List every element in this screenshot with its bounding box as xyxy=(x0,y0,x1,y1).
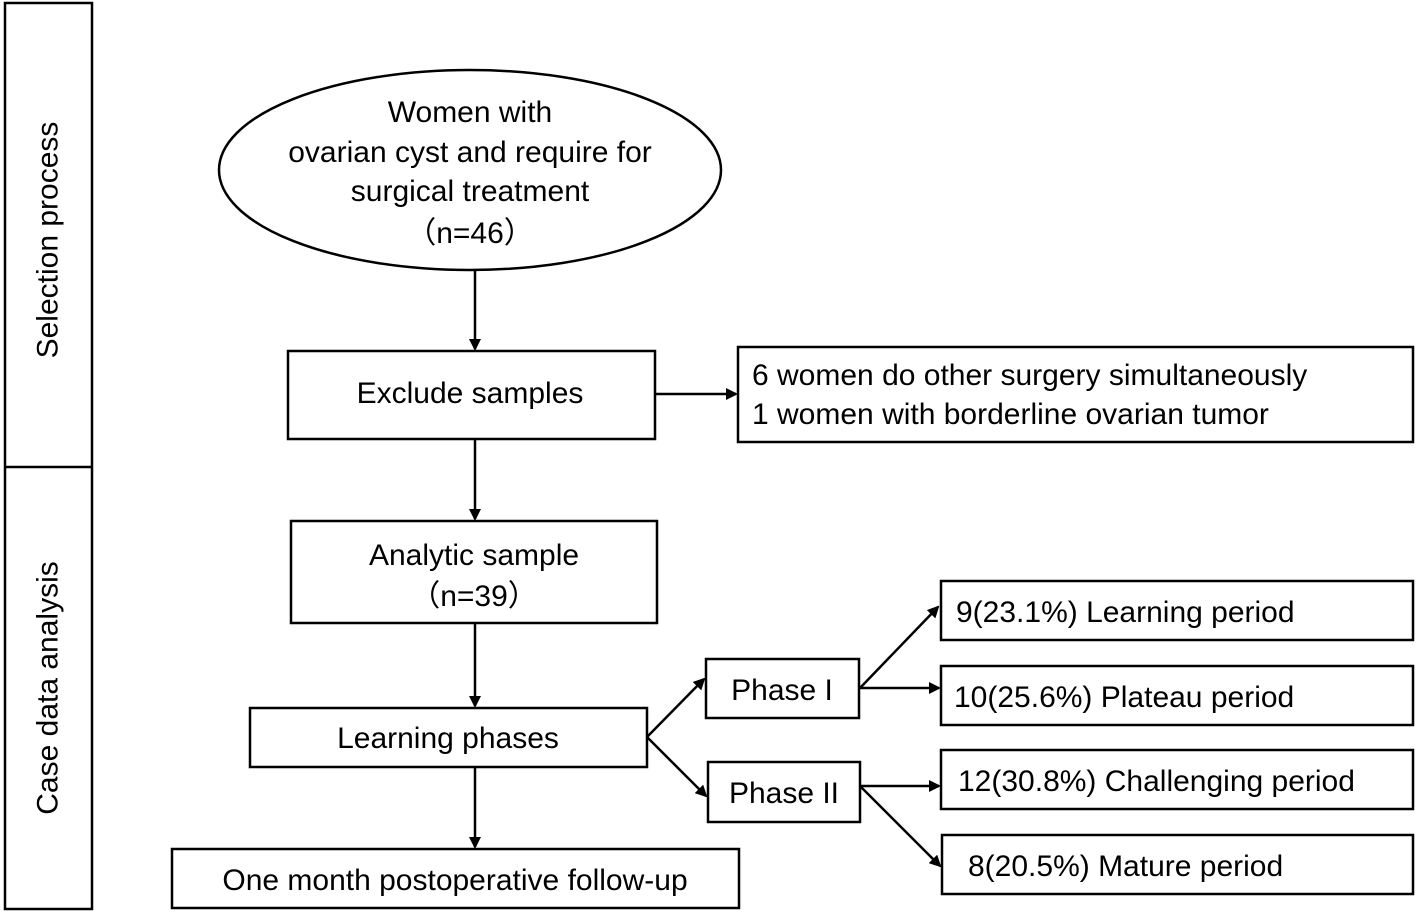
arrow-phase2-to-mature-period xyxy=(859,785,942,868)
analytic-box xyxy=(289,519,659,625)
learning-node: Learning phases xyxy=(248,706,649,769)
start-node: Women with ovarian cyst and require for … xyxy=(217,68,723,272)
section-label-selection: Selection process xyxy=(32,122,65,359)
start-line-3: surgical treatment xyxy=(351,175,590,208)
mature-period-node: 8(20.5%) Mature period xyxy=(940,833,1415,896)
start-ellipse xyxy=(217,68,723,272)
learning-box xyxy=(248,706,649,769)
arrow-learning-to-phase2 xyxy=(646,736,708,798)
section-sidebar: Selection process Case data analysis xyxy=(3,1,94,911)
followup-node: One month postoperative follow-up xyxy=(170,847,741,910)
learning-period-node: 9(23.1%) Learning period xyxy=(939,579,1415,642)
arrow-learning-to-phase1 xyxy=(646,677,706,738)
section-label-analysis: Case data analysis xyxy=(32,561,65,814)
plateau-period-box xyxy=(939,664,1415,727)
exclusion-reasons-box xyxy=(736,345,1415,444)
challenging-period-node: 12(30.8%) Challenging period xyxy=(939,748,1415,811)
plateau-period-label: 10(25.6%) Plateau period xyxy=(954,681,1294,714)
analytic-label: Analytic sample xyxy=(369,539,579,572)
learning-period-label: 9(23.1%) Learning period xyxy=(956,596,1295,629)
challenging-period-box xyxy=(939,748,1415,811)
analytic-count: （n=39） xyxy=(410,580,538,613)
phase1-label: Phase I xyxy=(731,674,833,707)
exclusion-reasons-node: 6 women do other surgery simultaneously … xyxy=(736,345,1415,444)
connectors xyxy=(469,270,942,868)
start-line-1: Women with xyxy=(388,96,553,129)
followup-box xyxy=(170,847,741,910)
learning-period-box xyxy=(939,579,1415,642)
followup-label: One month postoperative follow-up xyxy=(222,864,687,897)
exclude-label: Exclude samples xyxy=(357,377,584,410)
phase1-box xyxy=(704,657,861,720)
sidebar-frame xyxy=(3,1,94,911)
learning-label: Learning phases xyxy=(337,722,559,755)
exclusion-reason-2: 1 women with borderline ovarian tumor xyxy=(752,398,1269,431)
phase2-box xyxy=(706,760,862,824)
phase2-label: Phase II xyxy=(729,777,839,810)
phase2-node: Phase II xyxy=(706,760,862,824)
start-line-2: ovarian cyst and require for xyxy=(288,136,652,169)
exclude-node: Exclude samples xyxy=(286,349,657,441)
exclude-box xyxy=(286,349,657,441)
exclusion-reason-1: 6 women do other surgery simultaneously xyxy=(752,359,1307,392)
start-count: （n=46） xyxy=(406,217,534,250)
challenging-period-label: 12(30.8%) Challenging period xyxy=(958,765,1355,798)
analytic-node: Analytic sample （n=39） xyxy=(289,519,659,625)
plateau-period-node: 10(25.6%) Plateau period xyxy=(939,664,1415,727)
phase1-node: Phase I xyxy=(704,657,861,720)
mature-period-box xyxy=(940,833,1415,896)
arrow-phase1-to-learning-period xyxy=(859,605,940,689)
mature-period-label: 8(20.5%) Mature period xyxy=(968,850,1283,883)
